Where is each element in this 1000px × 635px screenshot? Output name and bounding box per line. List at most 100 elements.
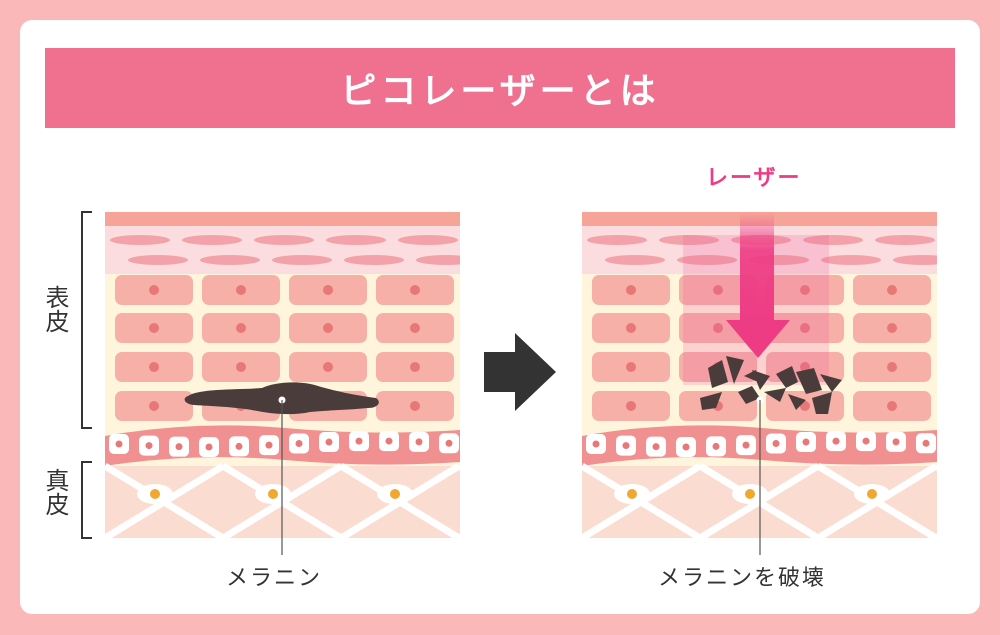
- collagen-fiber: [934, 464, 937, 471]
- basal-nucleus: [862, 437, 870, 445]
- flat-cell: [875, 235, 935, 245]
- flat-cell: [605, 255, 665, 265]
- epidermis-cell: [463, 275, 541, 305]
- flat-cell: [398, 235, 458, 245]
- stratum-granulosum: [105, 226, 460, 274]
- cell-nucleus: [974, 362, 984, 372]
- cell-nucleus: [974, 323, 984, 333]
- cell-nucleus: [236, 285, 246, 295]
- fibroblast-nucleus: [745, 489, 755, 499]
- cell-nucleus: [236, 323, 246, 333]
- epidermis-cell: [940, 391, 1000, 421]
- basal-nucleus: [682, 443, 690, 451]
- flat-cell: [416, 255, 460, 265]
- flat-cell: [326, 235, 386, 245]
- flat-cell: [254, 235, 314, 245]
- flat-cell: [659, 235, 719, 245]
- title-banner: ピコレーザーとは: [45, 48, 955, 128]
- flat-cell: [344, 255, 404, 265]
- melanin-fragments: [700, 356, 842, 414]
- fibroblast-nucleus: [627, 489, 637, 499]
- collagen-fiber: [457, 533, 460, 538]
- basal-nucleus: [415, 438, 423, 446]
- basal-nucleus: [385, 437, 393, 445]
- cell-nucleus: [713, 323, 723, 333]
- cell-nucleus: [149, 323, 159, 333]
- cell-nucleus: [800, 323, 810, 333]
- basal-nucleus: [892, 438, 900, 446]
- basal-nucleus: [235, 442, 243, 450]
- cell-nucleus: [236, 362, 246, 372]
- skin-panel-before: [105, 212, 541, 538]
- basal-nucleus: [592, 440, 600, 448]
- flat-cell: [893, 255, 937, 265]
- epidermis-cell: [940, 275, 1000, 305]
- cell-nucleus: [497, 285, 507, 295]
- basal-nucleus: [832, 437, 840, 445]
- flat-cell: [821, 255, 881, 265]
- melanin-destroyed-caption: メラニンを破壊: [658, 566, 827, 591]
- cell-nucleus: [626, 362, 636, 372]
- flat-cell: [587, 235, 647, 245]
- cell-nucleus: [887, 362, 897, 372]
- basal-nucleus: [175, 443, 183, 451]
- cell-nucleus: [887, 285, 897, 295]
- fibroblast-nucleus: [867, 489, 877, 499]
- fibroblast-nucleus: [268, 489, 278, 499]
- basal-nucleus: [355, 437, 363, 445]
- page-title: ピコレーザーとは: [340, 71, 660, 112]
- dermis-label: 真皮: [41, 468, 69, 516]
- basal-nucleus: [145, 442, 153, 450]
- flat-cell: [128, 255, 188, 265]
- fibroblast-nucleus: [150, 489, 160, 499]
- cell-nucleus: [323, 323, 333, 333]
- collagen-fiber: [582, 466, 584, 471]
- basal-nucleus: [742, 441, 750, 449]
- cell-nucleus: [323, 285, 333, 295]
- cell-nucleus: [626, 285, 636, 295]
- basal-nucleus: [295, 440, 303, 448]
- collagen-fiber: [582, 533, 584, 538]
- stratum-corneum: [105, 212, 460, 226]
- cell-nucleus: [887, 323, 897, 333]
- basal-nucleus: [772, 440, 780, 448]
- epidermis-cell: [940, 352, 1000, 382]
- basal-nucleus: [802, 438, 810, 446]
- cell-nucleus: [626, 401, 636, 411]
- cell-nucleus: [149, 362, 159, 372]
- arrow-right-icon: [484, 333, 556, 411]
- epidermis-cell: [463, 313, 541, 343]
- flat-cell: [200, 255, 260, 265]
- cell-nucleus: [410, 362, 420, 372]
- flat-cell: [110, 235, 170, 245]
- cell-nucleus: [410, 323, 420, 333]
- basal-nucleus: [712, 442, 720, 450]
- collagen-fiber: [457, 464, 460, 471]
- cell-nucleus: [497, 401, 507, 411]
- laser-arrow-icon: [726, 212, 790, 358]
- cell-nucleus: [497, 323, 507, 333]
- cell-nucleus: [149, 401, 159, 411]
- cell-nucleus: [713, 285, 723, 295]
- epidermis-bracket: [81, 211, 92, 429]
- cell-nucleus: [410, 401, 420, 411]
- flat-cell: [182, 235, 242, 245]
- basal-nucleus: [622, 442, 630, 450]
- cell-nucleus: [887, 401, 897, 411]
- cell-nucleus: [323, 362, 333, 372]
- flat-cell: [272, 255, 332, 265]
- cell-nucleus: [974, 401, 984, 411]
- collagen-fiber: [934, 533, 937, 538]
- basal-nucleus: [265, 441, 273, 449]
- melanin-caption: メラニン: [226, 566, 323, 591]
- cell-nucleus: [626, 323, 636, 333]
- basal-nucleus: [325, 438, 333, 446]
- dermis-bracket: [81, 461, 92, 539]
- cell-nucleus: [149, 285, 159, 295]
- cell-nucleus: [974, 285, 984, 295]
- laser-label: レーザー: [706, 166, 802, 191]
- basal-nucleus: [922, 439, 930, 447]
- flat-cell: [803, 235, 863, 245]
- cell-nucleus: [800, 285, 810, 295]
